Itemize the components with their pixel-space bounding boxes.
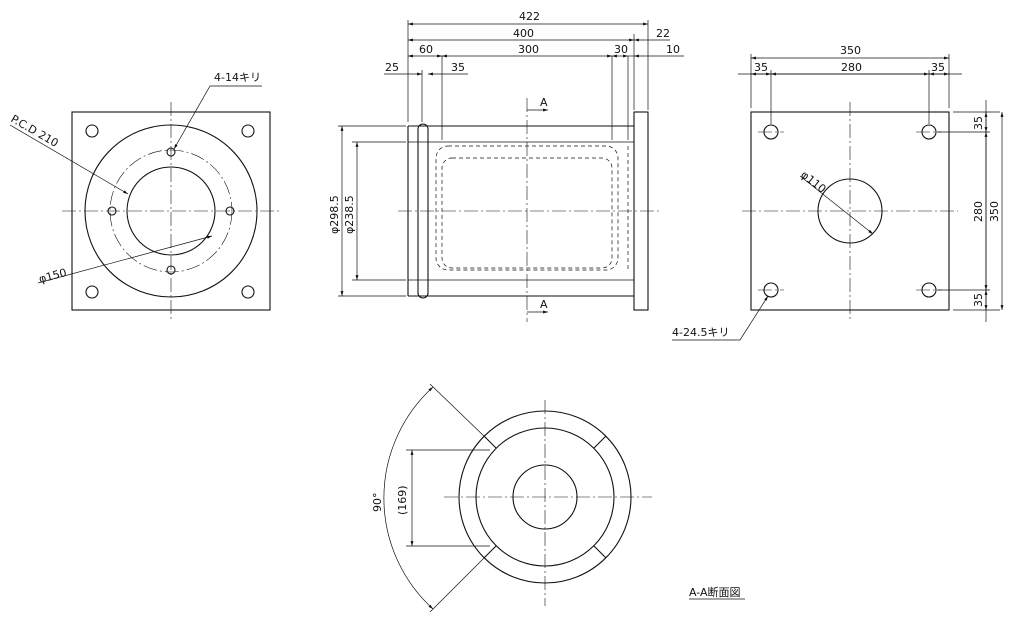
left-corner-hole [85, 124, 99, 138]
front-dim-inner-dia: φ238.5 [343, 195, 356, 234]
front-dim-overall: 422 [519, 10, 540, 23]
front-view: A A 422 400 22 60 300 30 10 25 35 [328, 10, 684, 322]
front-dim-flange: 22 [656, 27, 670, 40]
right-dim-height-overall: 350 [988, 201, 1001, 222]
right-dim-height-middle: 280 [972, 201, 985, 222]
section-angle-ext-bottom [429, 555, 487, 613]
section-title: A-A断面図 [689, 585, 741, 599]
right-hole-label: 4-24.5キリ [672, 326, 729, 339]
section-view: 90° (169) A-A断面図 [371, 383, 745, 613]
left-bore-label: φ150 [37, 266, 68, 286]
right-hole-leader [672, 295, 769, 341]
right-dim-width-overall: 350 [840, 44, 861, 57]
left-bore-leader [37, 235, 213, 284]
section-angle-ext-top [429, 383, 487, 439]
front-hidden-bore [441, 157, 613, 269]
left-corner-hole [85, 285, 99, 299]
front-section-mark-bottom: A [540, 298, 548, 311]
left-bore-circle [126, 166, 216, 256]
front-dim-small-a: 25 [385, 61, 399, 74]
front-dim-right-offset: 30 [614, 43, 628, 56]
right-dim-width-left: 35 [754, 61, 768, 74]
section-angle-label: 90° [371, 493, 384, 513]
section-ref-dim-label: (169) [396, 485, 409, 515]
right-dim-width-middle: 280 [841, 61, 862, 74]
front-dim-middle: 300 [518, 43, 539, 56]
right-dim-height-top: 35 [972, 116, 985, 130]
left-corner-hole [241, 124, 255, 138]
left-hole-leader [173, 85, 262, 150]
left-pcd-label: P.C.D 210 [9, 112, 61, 150]
section-angle-arc [383, 386, 434, 610]
front-section-mark-top: A [540, 96, 548, 109]
front-dim-right-small: 10 [666, 43, 680, 56]
left-corner-hole [241, 285, 255, 299]
right-view: 350 35 280 35 35 280 35 350 φ110 4-24.5キ… [672, 44, 1004, 341]
front-dim-left-offset: 60 [419, 43, 433, 56]
right-dim-width-right: 35 [931, 61, 945, 74]
right-dim-height-bottom: 35 [972, 293, 985, 307]
left-hole-label: 4-14キリ [214, 71, 261, 84]
front-dim-outer-dia: φ298.5 [328, 195, 341, 234]
section-rib [593, 435, 607, 449]
front-dim-small-b: 35 [451, 61, 465, 74]
section-rib [593, 545, 607, 559]
left-view: 4-14キリ P.C.D 210 φ150 [9, 71, 282, 322]
right-bore-leader [799, 175, 874, 235]
front-dim-body: 400 [513, 27, 534, 40]
left-pcd-leader [9, 124, 129, 195]
